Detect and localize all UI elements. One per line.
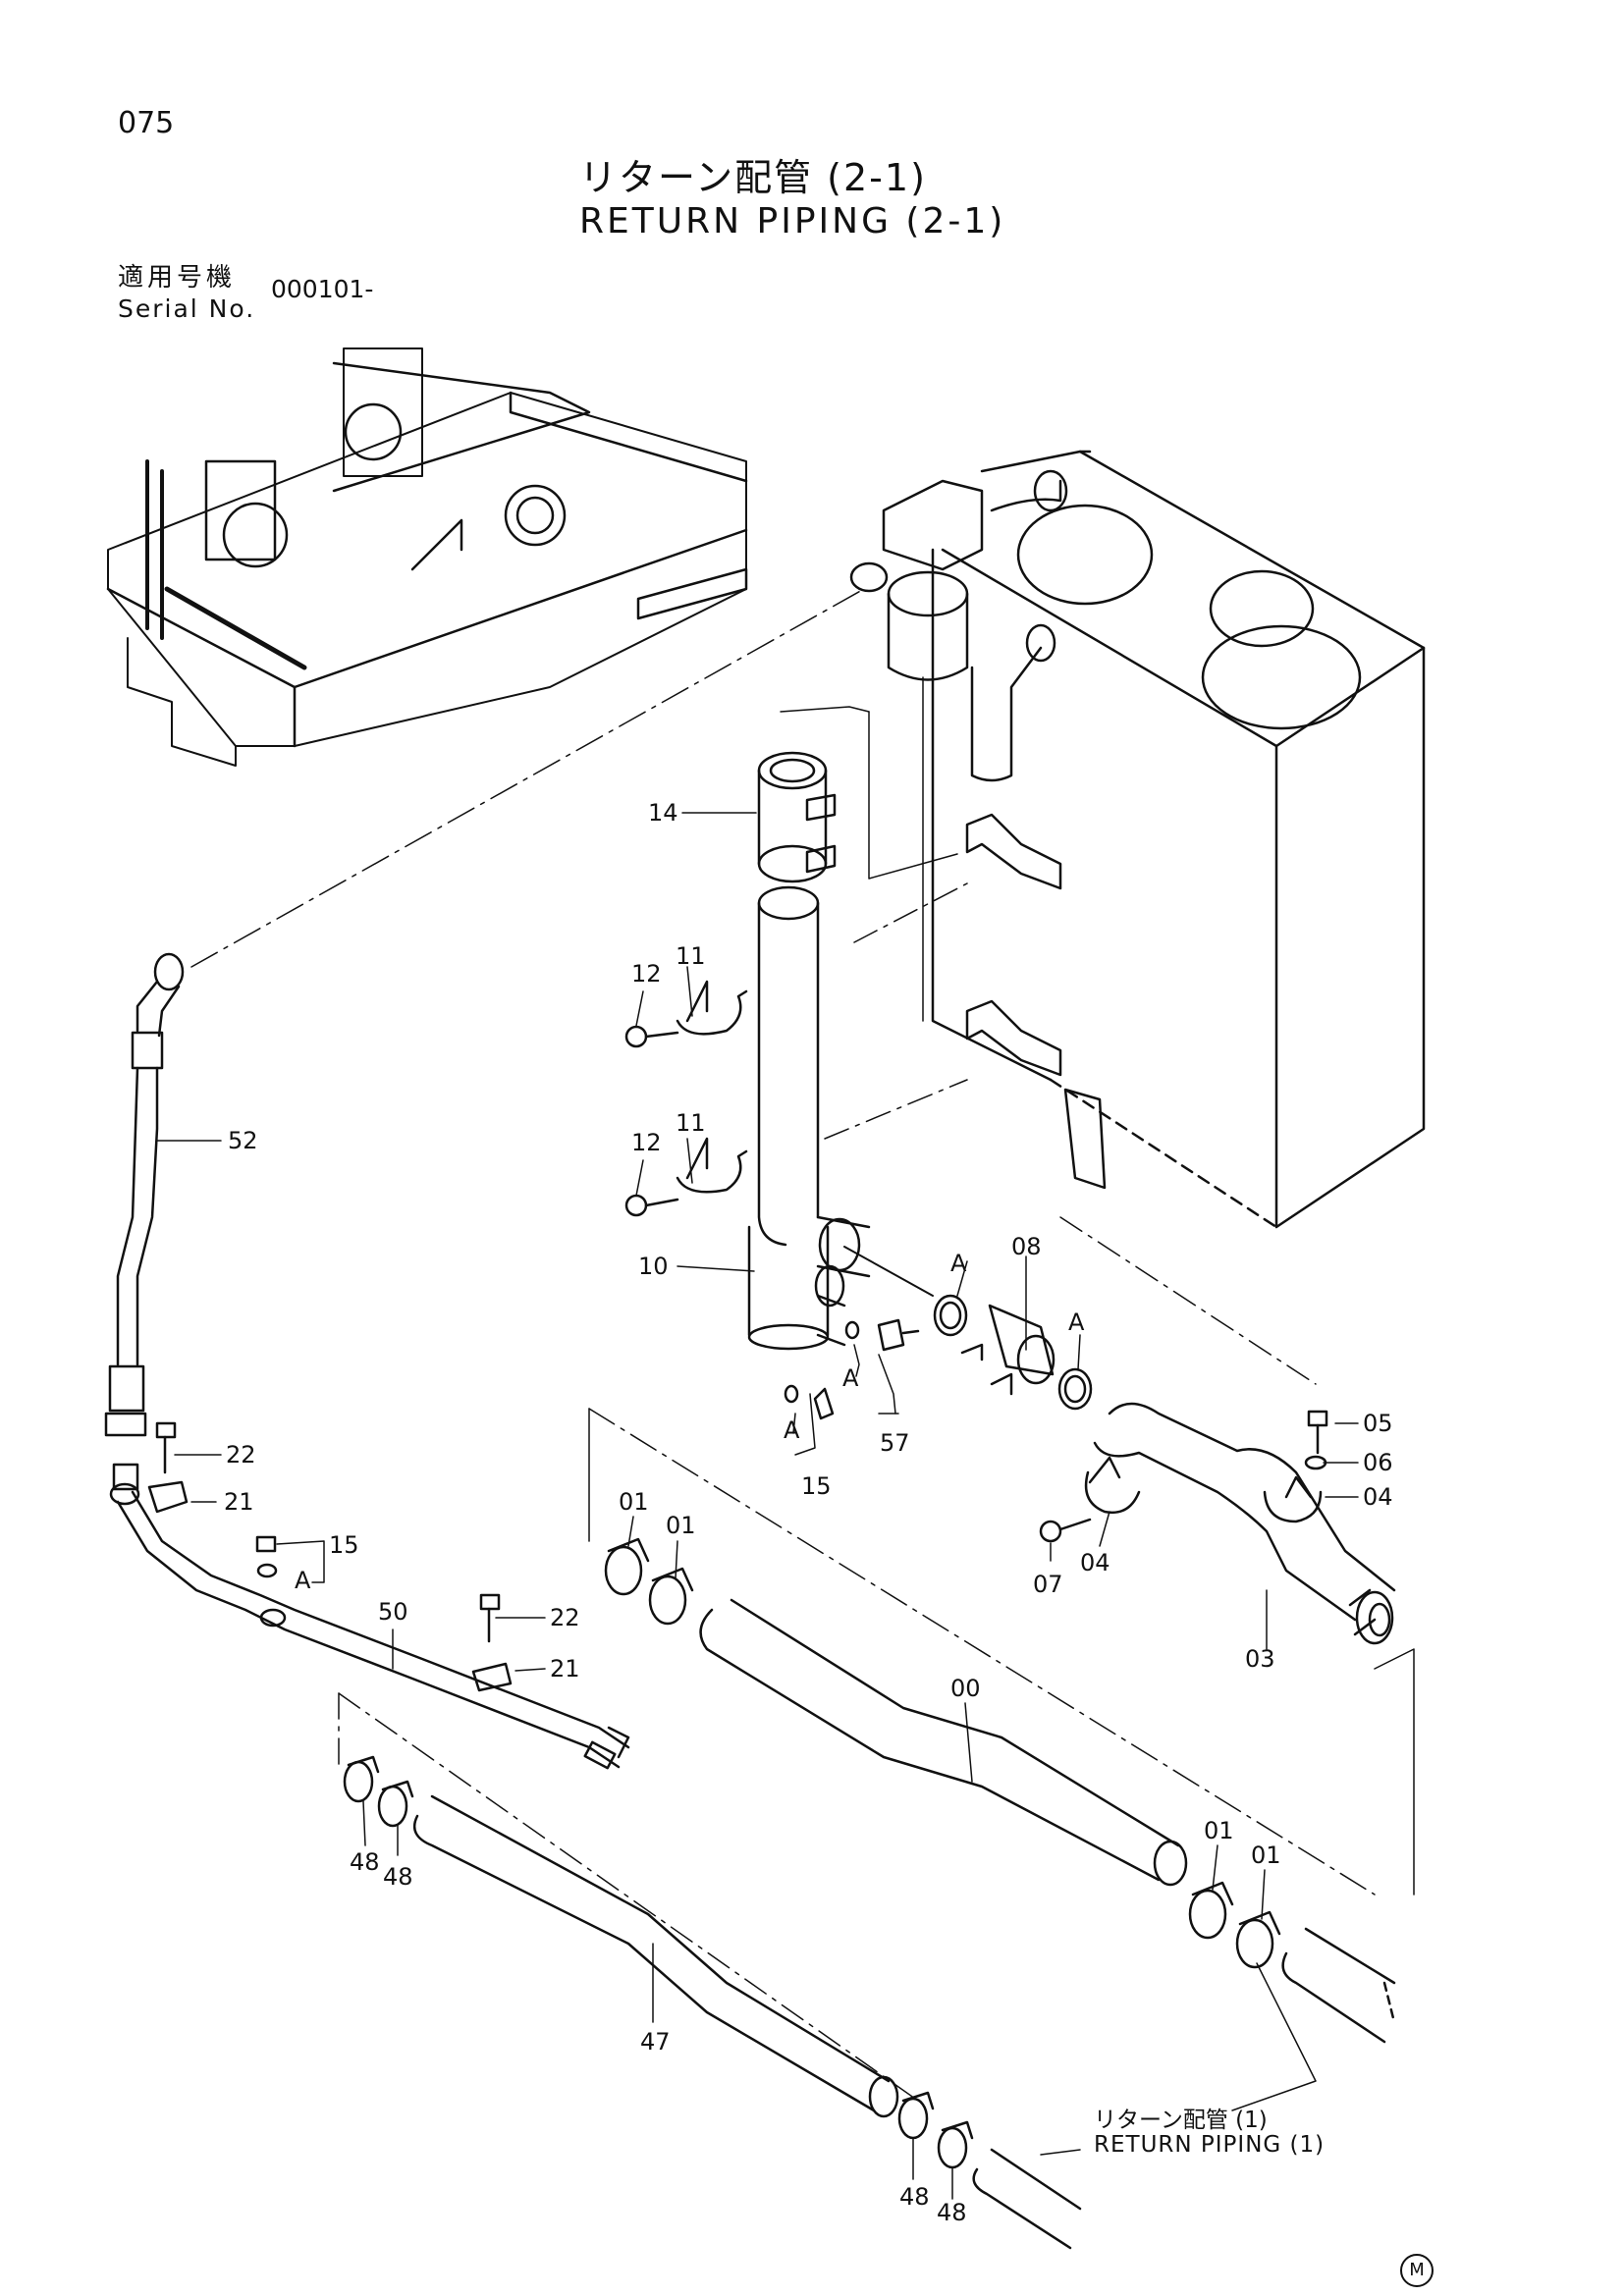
part-label-05: 05 — [1363, 1410, 1393, 1437]
title-japanese: リターン配管 (2-1) — [579, 156, 927, 199]
part-label-01: 01 — [1204, 1817, 1234, 1844]
hydraulic-tank — [849, 450, 1426, 1229]
hose-00 — [588, 1408, 1415, 2044]
pipe-50 — [116, 1421, 630, 1770]
title-english: RETURN PIPING (2-1) — [579, 201, 1006, 241]
part-labels: 14 12 11 12 11 52 10 A 08 A A A 57 15 05… — [224, 799, 1393, 2226]
hose-47 — [338, 1692, 1082, 2250]
serial-number-value: 000101- — [271, 275, 374, 303]
page-number: 075 — [118, 106, 175, 140]
part-label-06: 06 — [1363, 1449, 1393, 1476]
part-label-A: A — [842, 1364, 859, 1392]
part-label-52: 52 — [228, 1127, 258, 1154]
part-label-A: A — [295, 1567, 311, 1594]
part-label-22: 22 — [226, 1441, 256, 1468]
leader-lines — [156, 812, 1359, 2200]
part-label-11: 11 — [676, 1109, 706, 1137]
part-label-04: 04 — [1080, 1549, 1110, 1576]
machine-overview-sketch — [106, 347, 748, 767]
part-label-21: 21 — [550, 1655, 580, 1682]
reference-label-japanese: リターン配管 (1) — [1094, 2108, 1268, 2133]
hose-08-assembly — [784, 1246, 1093, 1420]
part-label-48: 48 — [383, 1863, 413, 1891]
part-label-08: 08 — [1011, 1233, 1042, 1260]
part-label-47: 47 — [640, 2028, 671, 2056]
part-label-03: 03 — [1245, 1645, 1275, 1673]
part-label-57: 57 — [880, 1429, 910, 1457]
part-label-07: 07 — [1033, 1571, 1063, 1598]
part-label-50: 50 — [378, 1598, 408, 1626]
part-label-01: 01 — [666, 1512, 696, 1539]
part-label-14: 14 — [648, 799, 678, 827]
pipe-03 — [1039, 1402, 1396, 1645]
part-label-12: 12 — [631, 1129, 662, 1156]
part-label-48: 48 — [937, 2199, 967, 2226]
part-label-22: 22 — [550, 1604, 580, 1631]
part-label-15: 15 — [329, 1531, 359, 1559]
pipe-52 — [104, 952, 185, 1506]
part-label-00: 00 — [950, 1675, 981, 1702]
part-label-A: A — [950, 1250, 967, 1277]
part-label-48: 48 — [899, 2183, 930, 2211]
reference-label-english: RETURN PIPING (1) — [1094, 2132, 1326, 2158]
part-label-A: A — [1068, 1308, 1085, 1336]
serial-label-english: Serial No. — [118, 294, 256, 323]
part-label-04: 04 — [1363, 1483, 1393, 1511]
part-label-11: 11 — [676, 942, 706, 970]
maker-mark: M — [1400, 2254, 1434, 2287]
serial-label-japanese: 適用号機 — [118, 263, 237, 293]
part-label-A: A — [784, 1416, 800, 1444]
part-label-10: 10 — [638, 1253, 669, 1280]
part-label-15: 15 — [801, 1472, 832, 1500]
part-label-48: 48 — [350, 1848, 380, 1876]
part-label-21: 21 — [224, 1488, 254, 1516]
part-label-01: 01 — [1251, 1842, 1281, 1869]
part-label-12: 12 — [631, 960, 662, 988]
vertical-return-pipe — [624, 751, 871, 1351]
part-label-01: 01 — [619, 1488, 649, 1516]
